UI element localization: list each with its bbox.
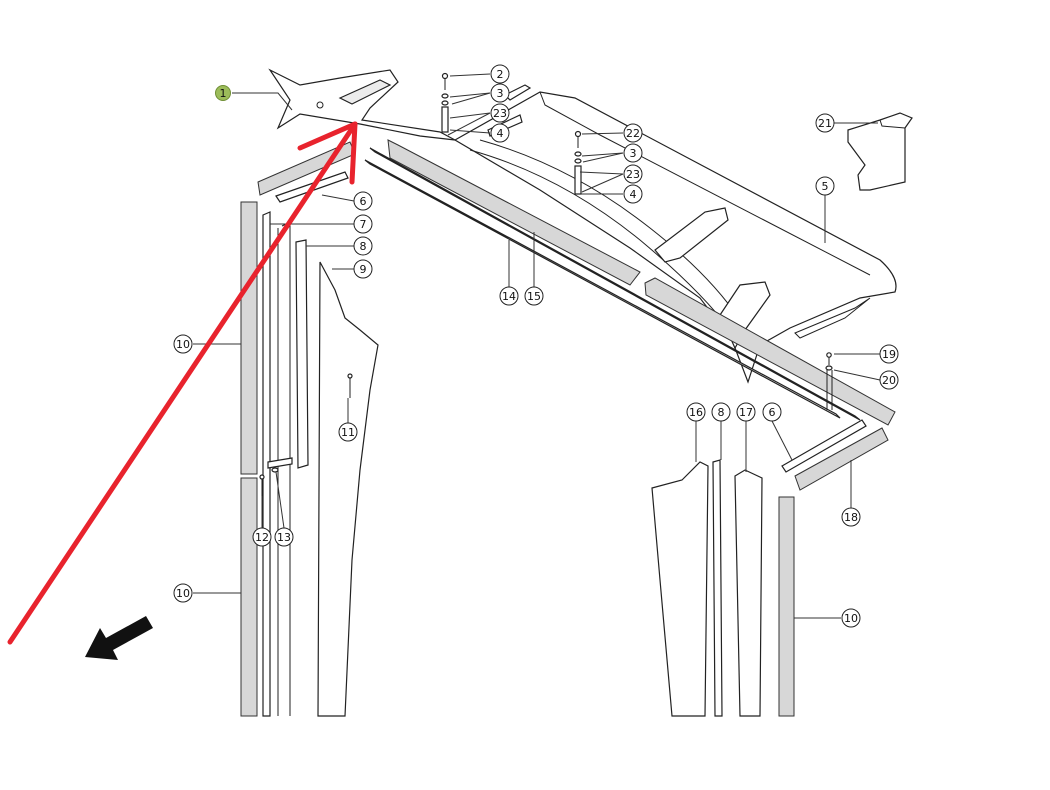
pillar-17: [734, 469, 763, 717]
corner-bracket: [268, 68, 456, 141]
callout-8: 8: [711, 402, 731, 422]
bracket-hole: [316, 101, 324, 109]
callout-label: 2: [497, 68, 504, 81]
callout-label: 17: [739, 406, 753, 419]
roof-panel-front-edge: [539, 91, 871, 276]
roof-panel-rib: [469, 149, 731, 331]
callout-13: 13: [274, 527, 294, 547]
washer-20: [825, 365, 833, 371]
callout-label: 11: [341, 426, 355, 439]
gasket-15: [387, 139, 641, 286]
roof-rear-fin: [794, 297, 871, 339]
callout-label: 4: [630, 188, 637, 201]
top-clip: [503, 84, 532, 101]
screw-set-top-right: [574, 130, 582, 195]
washer-13: [271, 467, 279, 473]
gasket-10-right: [778, 496, 795, 717]
gasket-10-upper: [240, 201, 258, 475]
callout-14: 14: [499, 286, 519, 306]
callout-10: 10: [173, 583, 193, 603]
callout-label: 16: [689, 406, 703, 419]
bracket-13: [267, 457, 293, 469]
callout-label: 8: [718, 406, 725, 419]
callout-12: 12: [252, 527, 272, 547]
callout-16: 16: [686, 402, 706, 422]
screw-set-top-left: [441, 72, 449, 133]
callout-9: 9: [353, 259, 373, 279]
callout-label: 10: [844, 612, 858, 625]
callout-6: 6: [353, 191, 373, 211]
side-panel-9: [317, 261, 379, 717]
callout-label: 4: [497, 127, 504, 140]
roof-bracket-mid: [654, 207, 729, 263]
pillar-inner: [281, 221, 291, 716]
end-cap-edge: [879, 119, 906, 129]
pillar-8-right: [712, 459, 723, 717]
callout-label: 19: [882, 348, 896, 361]
callout-label: 15: [527, 290, 541, 303]
callout-11: 11: [338, 422, 358, 442]
bracket-hinge: [338, 79, 392, 105]
callout-label: 12: [255, 531, 269, 544]
callout-6: 6: [762, 402, 782, 422]
callout-4: 4: [623, 184, 643, 204]
callout-label: 10: [176, 587, 190, 600]
rail-14: [369, 147, 861, 421]
callout-8: 8: [353, 236, 373, 256]
callout-label: 21: [818, 117, 832, 130]
gasket-18: [794, 427, 889, 491]
callout-label: 23: [626, 168, 640, 181]
callout-23: 23: [623, 164, 643, 184]
callout-23: 23: [490, 103, 510, 123]
side-panel-16: [651, 461, 709, 717]
rail-6-right: [781, 419, 867, 473]
callout-label: 23: [493, 107, 507, 120]
callout-label: 22: [626, 127, 640, 140]
callout-3: 3: [623, 143, 643, 163]
callout-label: 20: [882, 374, 896, 387]
callout-19: 19: [879, 344, 899, 364]
callout-label: 9: [360, 263, 367, 276]
callout-label: 6: [769, 406, 776, 419]
rail-14b: [364, 159, 841, 419]
gasket-10-lower: [240, 477, 258, 717]
callout-label: 18: [844, 511, 858, 524]
pillar-7: [262, 211, 271, 717]
leader-lines: [193, 73, 881, 619]
callout-18: 18: [841, 507, 861, 527]
callout-label: 14: [502, 290, 516, 303]
callout-label: 1: [220, 87, 227, 100]
callout-15: 15: [524, 286, 544, 306]
callout-label: 3: [630, 147, 637, 160]
callout-3: 3: [490, 83, 510, 103]
callout-2: 2: [490, 64, 510, 84]
callout-label: 13: [277, 531, 291, 544]
callout-label: 7: [360, 218, 367, 231]
callout-label: 3: [497, 87, 504, 100]
callout-label: 5: [822, 180, 829, 193]
callout-label: 10: [176, 338, 190, 351]
roof-panel-rib-2: [479, 139, 741, 321]
annotation-arrow: [7, 121, 358, 645]
callout-22: 22: [623, 123, 643, 143]
pillar-8-left: [295, 239, 309, 469]
callout-10: 10: [173, 334, 193, 354]
callout-label: 8: [360, 240, 367, 253]
callout-4: 4: [490, 123, 510, 143]
callout-label: 6: [360, 195, 367, 208]
callout-20: 20: [879, 370, 899, 390]
direction-arrow-icon: [85, 616, 153, 660]
callout-17: 17: [736, 402, 756, 422]
callout-10: 10: [841, 608, 861, 628]
callout-21: 21: [815, 113, 835, 133]
callout-7: 7: [353, 214, 373, 234]
callout-1: 1: [215, 85, 231, 101]
end-cap: [847, 112, 913, 191]
callout-5: 5: [815, 176, 835, 196]
